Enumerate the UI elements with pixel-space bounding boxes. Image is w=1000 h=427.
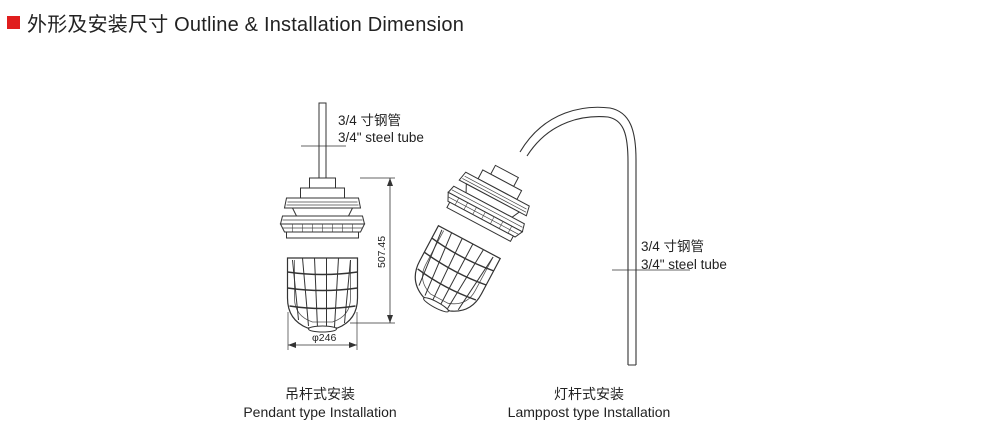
pendant-lamp (280, 102, 395, 350)
section-title: 外形及安装尺寸 Outline & Installation Dimension (27, 13, 465, 36)
red-square-icon (7, 15, 20, 29)
lamppost-caption: 灯杆式安装 Lamppost type Installation (479, 385, 699, 421)
pendant-tube-label-cn: 3/4 寸钢管 (338, 113, 402, 128)
lamppost-lamp (402, 106, 690, 366)
pendant-diameter-dimension: φ246 (312, 332, 337, 344)
lamppost-tube-label-cn: 3/4 寸钢管 (641, 239, 705, 254)
pendant-height-dimension: 507.45 (376, 235, 388, 268)
section-header: 外形及安装尺寸 Outline & Installation Dimension (7, 10, 465, 36)
pendant-caption: 吊杆式安装 Pendant type Installation (220, 385, 420, 421)
lamppost-caption-cn: 灯杆式安装 (554, 386, 624, 402)
lamppost-caption-en: Lamppost type Installation (507, 404, 671, 420)
pendant-tube-label-en: 3/4" steel tube (338, 130, 424, 145)
pendant-caption-cn: 吊杆式安装 (285, 386, 355, 402)
pendant-caption-en: Pendant type Installation (243, 404, 397, 420)
lamppost-tube-label-en: 3/4" steel tube (641, 257, 727, 272)
